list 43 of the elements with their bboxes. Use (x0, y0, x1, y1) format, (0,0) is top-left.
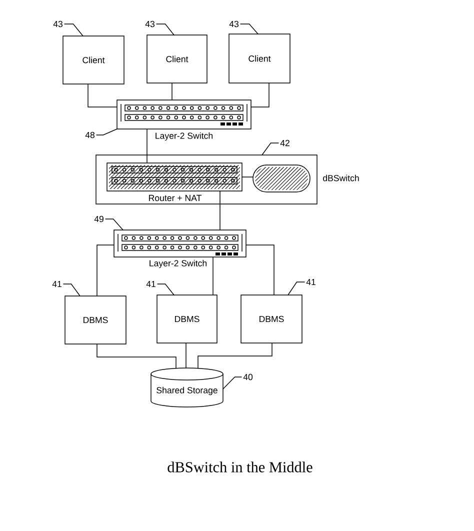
dbms-box: DBMS (64, 296, 126, 344)
switch-label: Layer-2 Switch (156, 132, 213, 141)
connector-line (96, 244, 114, 296)
storage-cylinder: Shared Storage (150, 368, 224, 408)
node-label: Shared Storage (156, 386, 218, 396)
leader-line (262, 142, 280, 156)
caption: dBSwitch in the Middle (168, 462, 312, 472)
leader-line (240, 24, 258, 34)
dbms-box: DBMS (240, 294, 302, 344)
connector-line (198, 342, 272, 368)
connector-line (88, 84, 118, 108)
leader-line (156, 284, 174, 296)
callout-number: 43 (145, 20, 155, 28)
router-label: Router + NAT (149, 194, 202, 202)
callout-number: 42 (280, 140, 290, 146)
connector-line (212, 256, 214, 296)
leader-line (96, 128, 118, 136)
leader-line (64, 24, 84, 36)
leader-line (62, 284, 80, 296)
switch-label: Layer-2 Switch (150, 260, 207, 268)
callout-number: 40 (243, 374, 253, 380)
callout-number: 41 (306, 278, 316, 286)
callout-number: 43 (53, 20, 63, 28)
client-box: Client (146, 34, 208, 84)
connector-line (250, 82, 270, 108)
connector-line (242, 176, 254, 178)
hatched-oval (252, 164, 310, 192)
client-box: Client (62, 36, 124, 84)
leader-line (156, 24, 174, 36)
connector-line (246, 244, 274, 296)
leader-line (104, 218, 124, 230)
client-box: Client (228, 34, 290, 84)
callout-number: 43 (229, 20, 239, 28)
connector-line (146, 128, 148, 164)
system-label: dBSwitch (323, 174, 359, 182)
callout-number: 48 (85, 132, 95, 138)
dbms-box: DBMS (156, 294, 218, 344)
callout-number: 41 (146, 280, 156, 288)
callout-number: 41 (52, 280, 62, 288)
leader-line (288, 282, 306, 296)
leader-line (222, 376, 242, 390)
connector-line (96, 344, 176, 368)
callout-number: 49 (94, 216, 104, 222)
